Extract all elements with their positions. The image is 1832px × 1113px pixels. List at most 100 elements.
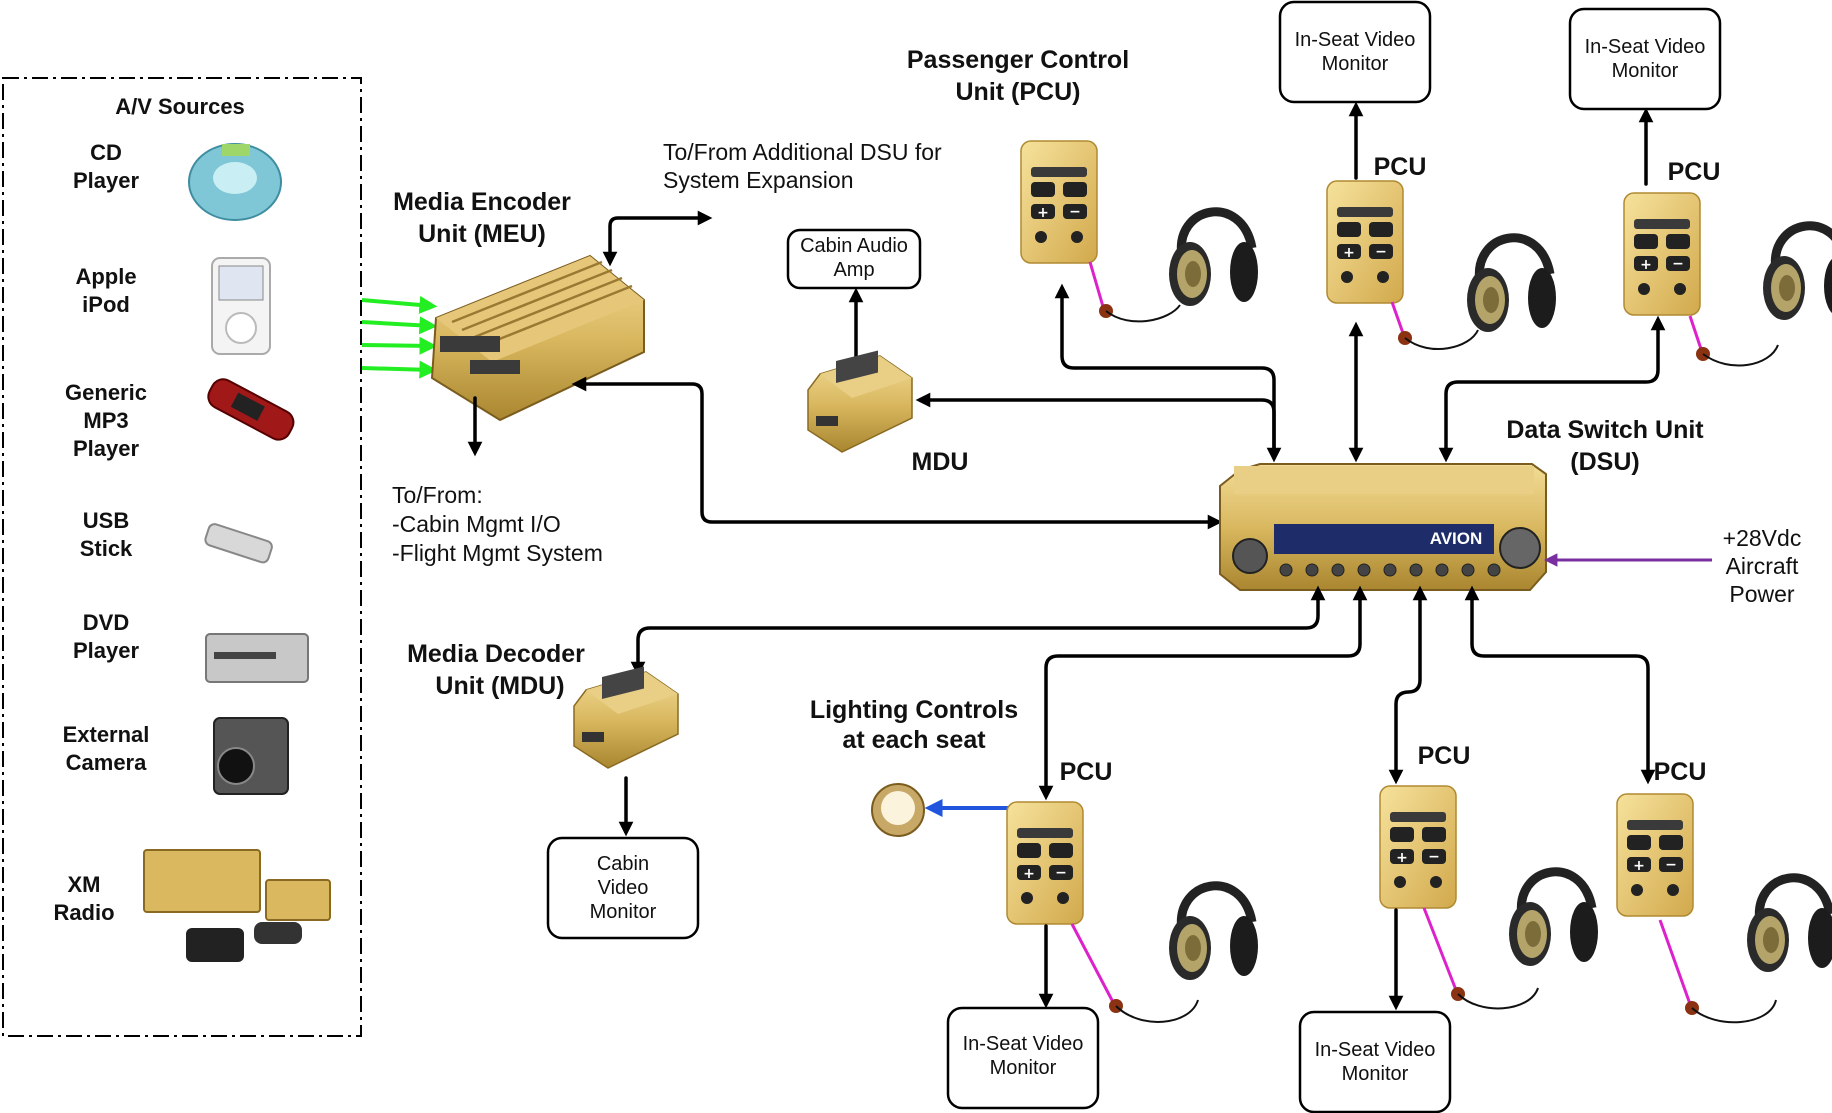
usb-stick-icon xyxy=(204,523,273,564)
headphone-icon xyxy=(1509,872,1598,966)
mdu-top-label: MDU xyxy=(912,448,969,476)
headphone-cable xyxy=(1105,304,1181,323)
source-label: Player xyxy=(73,168,139,193)
source-label: XM xyxy=(68,872,101,897)
monitor-bottom2-line2: Monitor xyxy=(1342,1063,1409,1085)
dsu-brand: AVION xyxy=(1430,529,1483,548)
xm-radio-icon xyxy=(143,849,331,962)
headphone-cord xyxy=(1422,907,1458,991)
source-label: Apple xyxy=(75,264,136,289)
monitor-top1-line1: In-Seat Video xyxy=(1295,29,1416,51)
headphone-cord xyxy=(1088,261,1106,311)
pcu-bottom1-label: PCU xyxy=(1060,758,1113,786)
headphone-cable xyxy=(1702,344,1779,367)
monitor-bottom2-box xyxy=(1298,1010,1452,1113)
lighting-title: Lighting Controls xyxy=(810,696,1018,724)
expansion-line2: System Expansion xyxy=(663,167,853,193)
source-arrows xyxy=(361,295,438,379)
source-label: CD xyxy=(90,140,122,165)
mp3-player-icon xyxy=(207,378,295,441)
headphone-cord xyxy=(1070,923,1116,1005)
mdu-bottom-subtitle: Unit (MDU) xyxy=(435,672,564,700)
monitor-bottom1-line1: In-Seat Video xyxy=(963,1033,1084,1055)
cabin-video-box xyxy=(546,836,700,940)
source-label: Radio xyxy=(53,900,114,925)
headphone-cord xyxy=(1658,919,1692,1005)
pcu-main-device-icon xyxy=(1020,140,1098,264)
pcu-bottom2-label: PCU xyxy=(1418,742,1471,770)
tofrom-line1: To/From: xyxy=(392,482,483,508)
sources-list: CDPlayerAppleiPodGenericMP3PlayerUSBStic… xyxy=(53,140,331,962)
monitor-top2-line2: Monitor xyxy=(1612,60,1679,82)
headphone-cord xyxy=(1688,315,1704,353)
power-line1: +28Vdc xyxy=(1723,525,1802,551)
monitor-bottom1-line2: Monitor xyxy=(990,1057,1057,1079)
pcu-top1-device-icon xyxy=(1326,180,1404,304)
pcu-bottom3-label: PCU xyxy=(1654,758,1707,786)
meu-title: Media Encoder xyxy=(393,188,571,216)
headphone-cable xyxy=(1404,329,1479,351)
headphone-icon xyxy=(1763,226,1832,320)
mdu-bottom-device-icon xyxy=(573,665,679,769)
source-label: MP3 xyxy=(83,408,128,433)
expansion-arrow xyxy=(602,210,713,267)
headphone-icon xyxy=(1169,212,1258,306)
sources-panel xyxy=(2,77,362,1037)
dsu-device-icon: AVION xyxy=(1219,463,1547,591)
headphone-cable xyxy=(1691,999,1777,1024)
dsu-pcu-bottom3-link xyxy=(1464,585,1656,785)
dsu-pcu-bottom1-link xyxy=(1038,585,1368,801)
pcu-top2-label: PCU xyxy=(1668,158,1721,186)
headphone-cable xyxy=(1457,987,1539,1010)
cabin-video-line3: Monitor xyxy=(590,901,657,923)
pcu-bottom1-device-icon xyxy=(1006,801,1084,925)
monitor-top2-line1: In-Seat Video xyxy=(1585,36,1706,58)
meu-device-icon xyxy=(430,254,645,422)
pcu-bottom3-device-icon xyxy=(1616,793,1694,917)
monitor-bottom2-line1: In-Seat Video xyxy=(1315,1039,1436,1061)
pcu-top2-device-icon xyxy=(1623,192,1701,316)
dsu-subtitle: (DSU) xyxy=(1570,448,1639,476)
source-label: Generic xyxy=(65,380,147,405)
power-line2: Aircraft xyxy=(1726,553,1799,579)
source-label: USB xyxy=(83,508,129,533)
cabin-audio-line1: Cabin Audio xyxy=(800,235,908,257)
source-label: Player xyxy=(73,638,139,663)
pcu-bottom2-device-icon xyxy=(1379,785,1457,909)
source-label: Player xyxy=(73,436,139,461)
source-item: CD Player xyxy=(73,140,282,221)
meu-subtitle: Unit (MEU) xyxy=(418,220,546,248)
source-label: Stick xyxy=(80,536,133,561)
cabin-audio-line2: Amp xyxy=(833,259,874,281)
dsu-mdu-link xyxy=(915,392,1276,452)
meu-dsu-link xyxy=(571,376,1223,530)
dsu-mdu-bottom-link xyxy=(630,585,1326,677)
mdu-top-device-icon xyxy=(807,349,913,453)
pcu-main-dsu-link xyxy=(1054,283,1282,463)
dsu-title: Data Switch Unit xyxy=(1506,416,1704,444)
expansion-line1: To/From Additional DSU for xyxy=(663,139,942,165)
pcu-main-subtitle: Unit (PCU) xyxy=(956,78,1081,106)
source-item: XM Radio xyxy=(53,849,331,962)
pcu-main-title: Passenger Control xyxy=(907,46,1129,74)
source-label: Camera xyxy=(66,750,147,775)
monitor-top1-line2: Monitor xyxy=(1322,53,1389,75)
monitor-top2-box xyxy=(1568,7,1722,111)
source-label: External xyxy=(63,722,150,747)
power-line3: Power xyxy=(1729,581,1795,607)
seat-light-icon xyxy=(871,783,925,837)
mdu-bottom-title: Media Decoder xyxy=(407,640,585,668)
camera-icon xyxy=(213,717,289,795)
tofrom-line2: -Cabin Mgmt I/O xyxy=(392,511,561,537)
pcu-top2-dsu-link xyxy=(1438,315,1666,463)
tofrom-line3: -Flight Mgmt System xyxy=(392,540,603,566)
dvd-player-icon xyxy=(205,633,309,683)
cd-player-icon xyxy=(188,143,282,221)
headphone-icon xyxy=(1169,886,1258,980)
pcu-top1-label: PCU xyxy=(1374,153,1427,181)
